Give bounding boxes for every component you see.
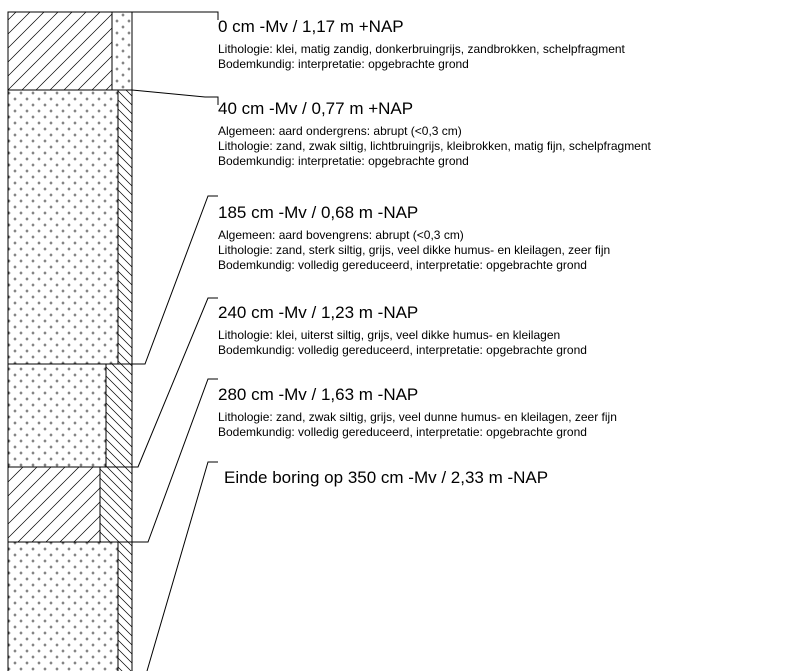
detail-line: Bodemkundig: interpretatie: opgebrachte … — [218, 154, 469, 168]
layer-label-0: 0 cm -Mv / 1,17 m +NAP Lithologie: klei,… — [218, 17, 626, 71]
detail-line: Lithologie: zand, zwak siltig, grijs, ve… — [218, 410, 617, 424]
column-layer-1 — [7, 89, 133, 365]
detail-line: Lithologie: klei, uiterst siltig, grijs,… — [218, 328, 560, 342]
layer-3-main-fill — [7, 466, 101, 543]
depth-label: 240 cm -Mv / 1,23 m -NAP — [218, 303, 418, 322]
layer-label-3: 240 cm -Mv / 1,23 m -NAP Lithologie: kle… — [218, 303, 587, 357]
detail-line: Lithologie: klei, matig zandig, donkerbr… — [218, 42, 626, 56]
detail-line: Bodemkundig: interpretatie: opgebrachte … — [218, 57, 469, 71]
layer-1-main-fill — [7, 89, 119, 365]
leader-lines — [118, 11, 219, 671]
column-layer-3 — [7, 466, 133, 543]
leader-line-2 — [132, 195, 218, 365]
column-layer-2 — [7, 363, 133, 468]
detail-line: Bodemkundig: volledig gereduceerd, inter… — [218, 258, 587, 272]
layer-0-side-fill — [111, 11, 133, 91]
depth-label: 0 cm -Mv / 1,17 m +NAP — [218, 17, 404, 36]
layer-2-side-fill — [105, 363, 133, 468]
detail-line: Algemeen: aard bovengrens: abrupt (<0,3 … — [218, 228, 464, 242]
layer-0-main-fill — [7, 11, 113, 91]
depth-label: 280 cm -Mv / 1,63 m -NAP — [218, 385, 418, 404]
end-label: Einde boring op 350 cm -Mv / 2,33 m -NAP — [224, 468, 548, 487]
layer-3-side-fill — [99, 466, 133, 543]
layer-label-4: 280 cm -Mv / 1,63 m -NAP Lithologie: zan… — [218, 385, 617, 439]
layer-4-side-fill — [117, 541, 133, 671]
depth-label: 40 cm -Mv / 0,77 m +NAP — [218, 99, 413, 118]
detail-line: Lithologie: zand, sterk siltig, grijs, v… — [218, 243, 610, 257]
end-of-boring-label: Einde boring op 350 cm -Mv / 2,33 m -NAP — [224, 468, 548, 487]
leader-line-1 — [131, 89, 219, 105]
layer-1-side-fill — [117, 89, 133, 365]
detail-line: Bodemkundig: volledig gereduceerd, inter… — [218, 425, 587, 439]
detail-line: Bodemkundig: volledig gereduceerd, inter… — [218, 343, 587, 357]
leader-line-0 — [132, 11, 219, 20]
detail-line: Lithologie: zand, zwak siltig, lichtbrui… — [218, 139, 652, 153]
layer-label-2: 185 cm -Mv / 0,68 m -NAP Algemeen: aard … — [218, 203, 610, 272]
detail-line: Algemeen: aard ondergrens: abrupt (<0,3 … — [218, 124, 462, 138]
layer-label-1: 40 cm -Mv / 0,77 m +NAP Algemeen: aard o… — [218, 99, 652, 168]
leader-line-4 — [132, 378, 218, 543]
depth-label: 185 cm -Mv / 0,68 m -NAP — [218, 203, 418, 222]
column-layer-0 — [7, 11, 133, 91]
column-layer-4 — [7, 541, 133, 671]
layer-4-main-fill — [7, 541, 119, 671]
layer-2-main-fill — [7, 363, 107, 468]
leader-line-end — [146, 461, 218, 671]
leader-line-3 — [118, 297, 218, 468]
